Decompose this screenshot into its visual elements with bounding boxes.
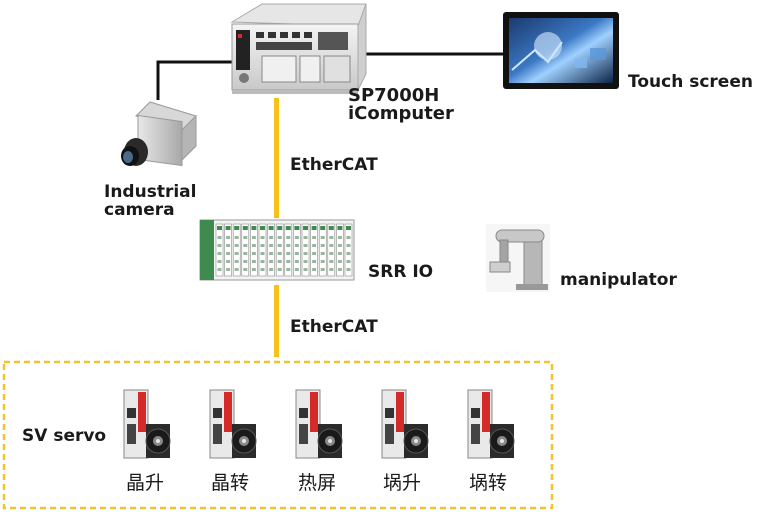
camera-cable: [156, 60, 240, 100]
servo-drive-2: [209, 389, 257, 459]
servo-drive-1: [123, 389, 171, 459]
servo-label-2: 晶转: [210, 472, 249, 494]
touch-screen-label: Touch screen: [628, 72, 753, 92]
touch-screen-device: [503, 12, 619, 89]
ethercat-lower-label: EtherCAT: [290, 317, 378, 337]
camera-label-line2: camera: [104, 200, 175, 220]
io-module-device: [199, 219, 355, 281]
manipulator-label: manipulator: [560, 270, 677, 290]
servo-drive-5: [467, 389, 515, 459]
io-label: SRR IO: [368, 262, 434, 282]
servo-drive-4: [381, 389, 429, 459]
servo-drives: [123, 389, 515, 459]
servo-label-4: 埚升: [382, 472, 421, 494]
ethercat-upper-label: EtherCAT: [290, 155, 378, 175]
servo-group-frame: [2, 360, 554, 510]
servo-label-5: 埚转: [468, 472, 507, 494]
computer-name-label: SP7000H: [348, 85, 440, 106]
servo-group-label: SV servo: [22, 426, 107, 446]
ethercat-bus-upper: [274, 98, 279, 218]
servo-label-1: 晶升: [125, 472, 164, 494]
servo-label-3: 热屏: [297, 472, 336, 494]
camera-device: [121, 101, 197, 167]
ethercat-bus-lower: [274, 285, 279, 357]
servo-drive-3: [295, 389, 343, 459]
camera-label-line1: Industrial: [104, 182, 197, 202]
computer-device: [230, 3, 367, 94]
manipulator-device: [486, 224, 550, 292]
computer-subname-label: iComputer: [348, 103, 454, 124]
